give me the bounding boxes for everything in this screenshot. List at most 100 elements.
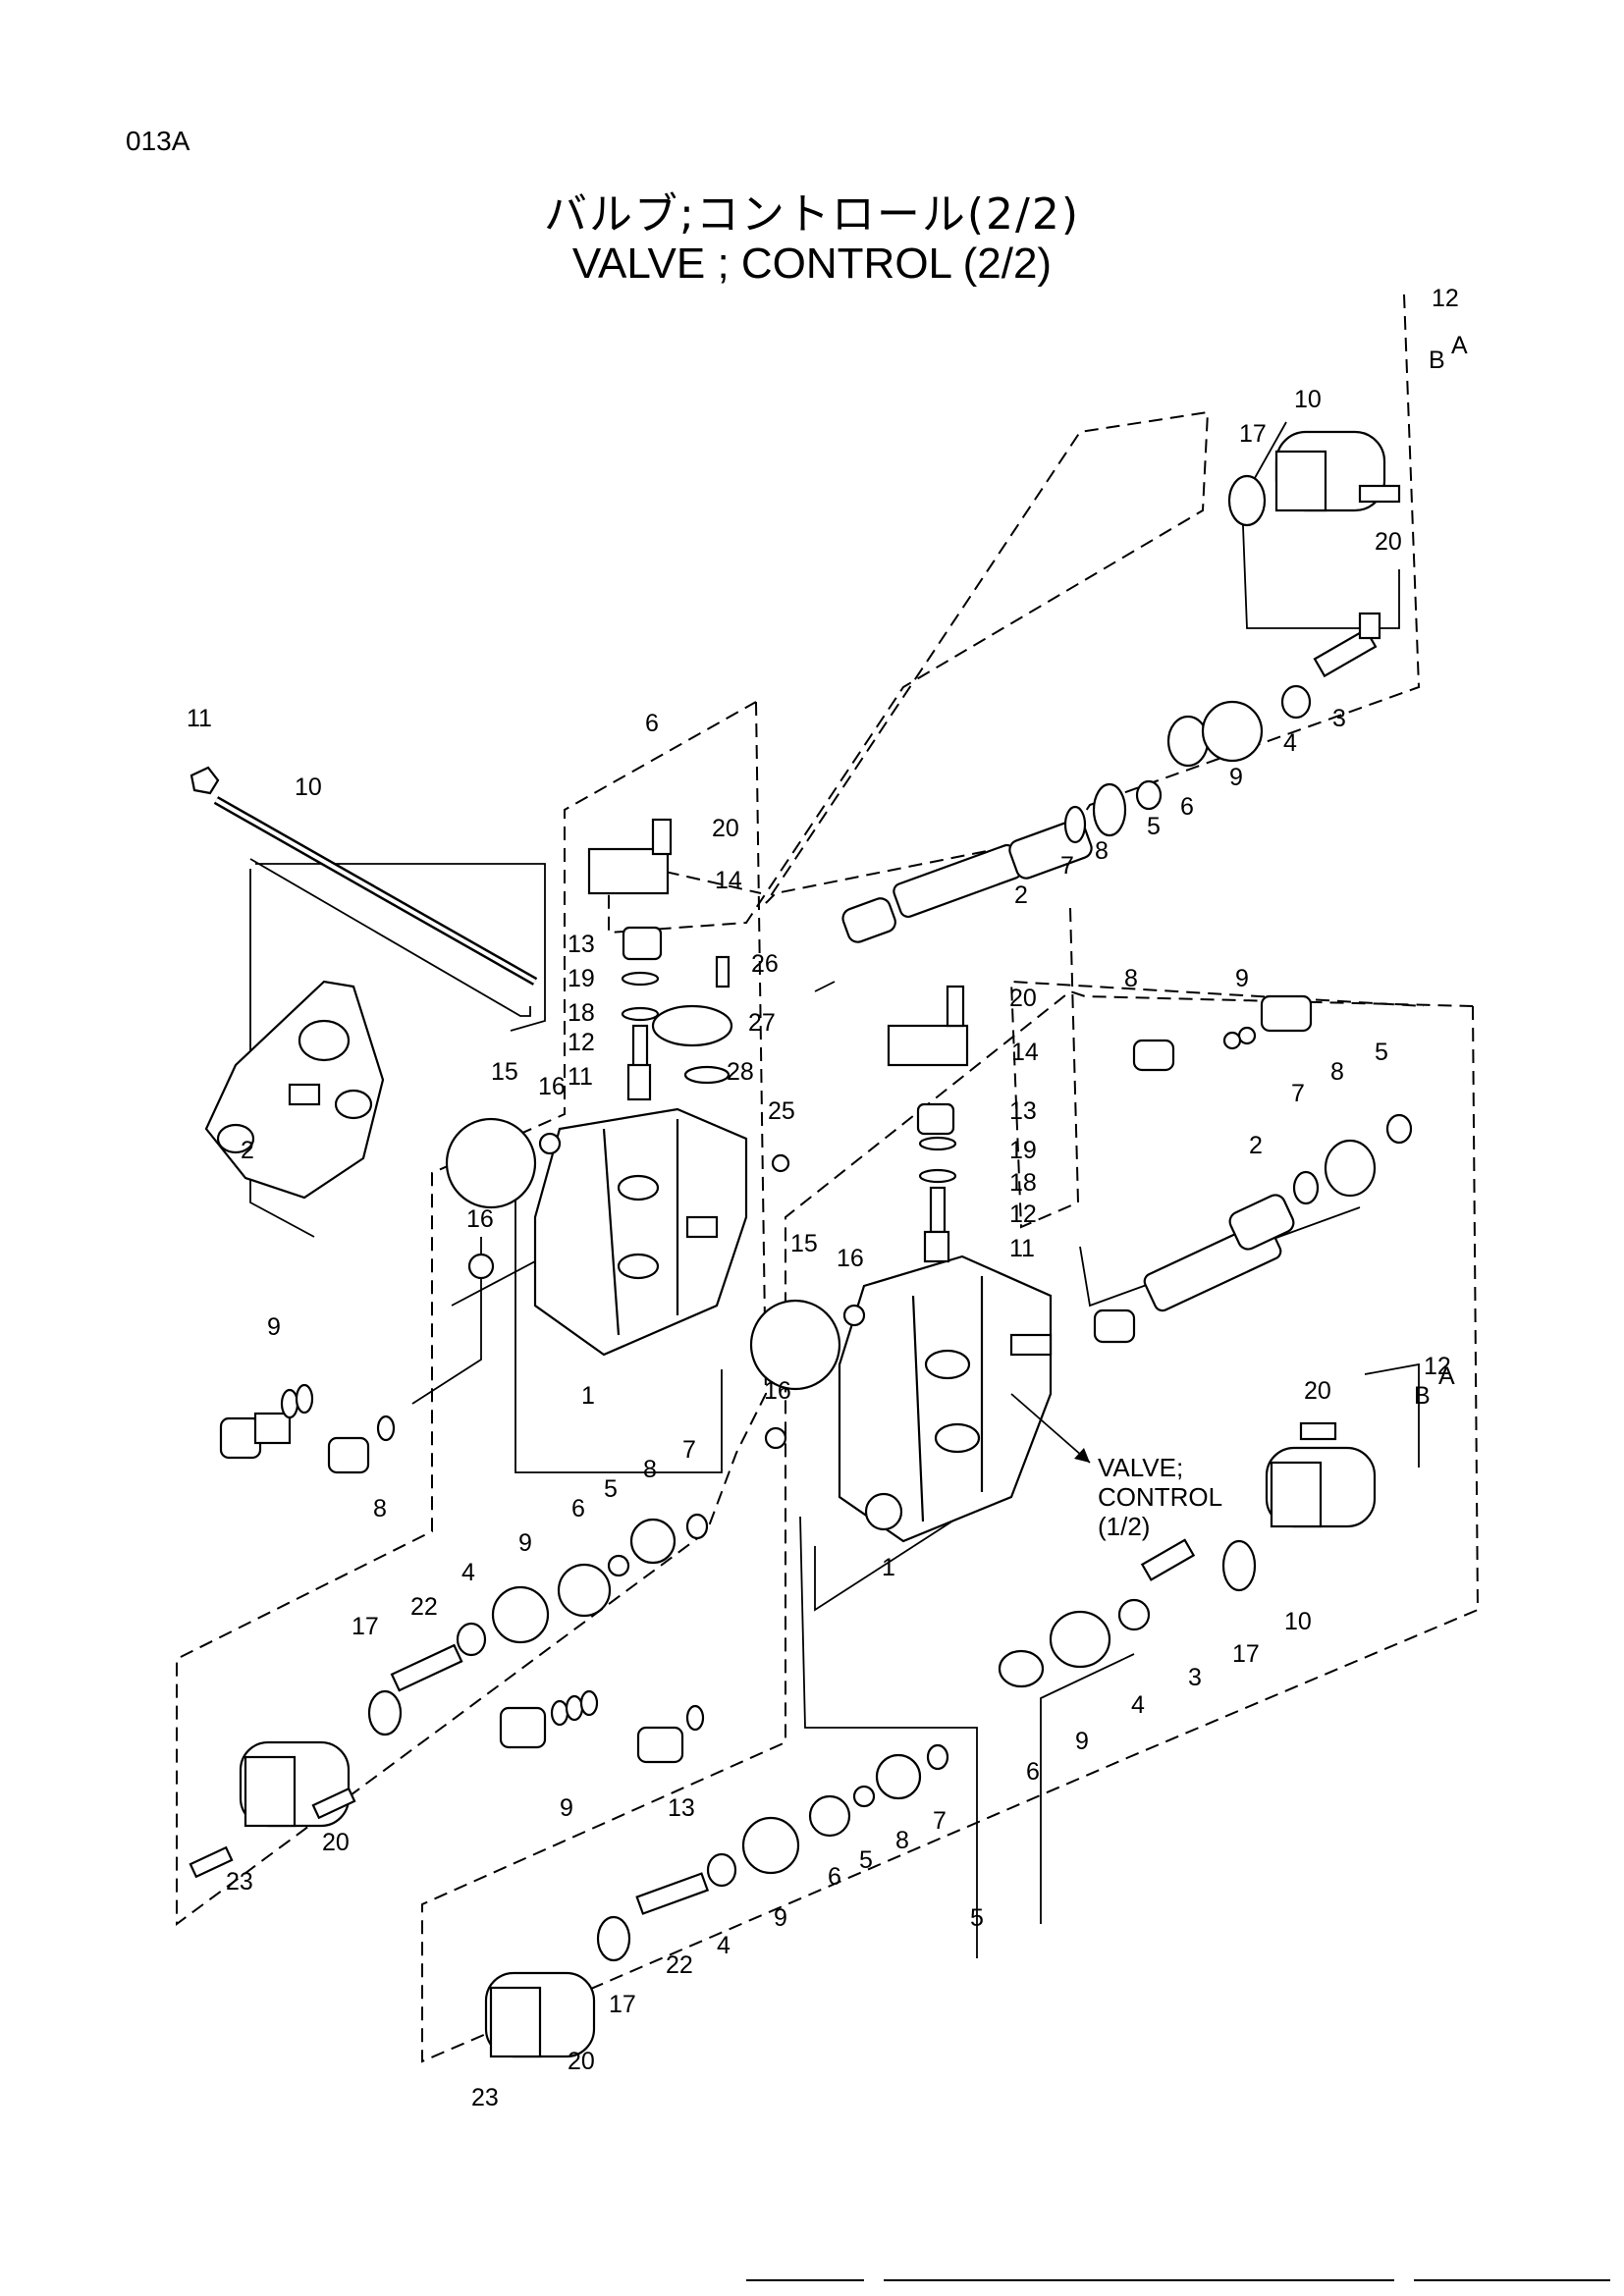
part-label: 9 bbox=[1075, 1728, 1089, 1755]
part-label: 5 bbox=[1375, 1039, 1388, 1066]
part-label: 19 bbox=[1009, 1137, 1037, 1164]
part-label: 4 bbox=[461, 1559, 475, 1586]
part-label: 16 bbox=[837, 1245, 864, 1272]
part-label: 15 bbox=[790, 1230, 818, 1257]
spool-upper bbox=[841, 430, 1401, 943]
title-japanese: バルブ;コントロール(2/2) bbox=[544, 189, 1080, 240]
part-label: 8 bbox=[373, 1495, 387, 1522]
part-label: 20 bbox=[1009, 985, 1037, 1012]
footer-rule bbox=[1414, 2279, 1610, 2281]
part-label: 17 bbox=[1239, 420, 1267, 448]
part-label: 9 bbox=[1235, 965, 1249, 992]
part-label: 8 bbox=[1330, 1058, 1344, 1086]
footer-rule bbox=[884, 2279, 1394, 2281]
part-label: 13 bbox=[568, 931, 595, 958]
part-label: 9 bbox=[1229, 764, 1243, 791]
part-label: 9 bbox=[267, 1313, 281, 1341]
part-label: 6 bbox=[828, 1863, 841, 1891]
end-cover-left bbox=[204, 980, 385, 1200]
footer-rule bbox=[746, 2279, 864, 2281]
part-label: A bbox=[1438, 1362, 1455, 1390]
part-label: B bbox=[1414, 1382, 1431, 1410]
part-label: 2 bbox=[1014, 881, 1028, 909]
group-outline-middle-top bbox=[1009, 907, 1425, 1229]
lower-left-parts bbox=[189, 1383, 949, 2058]
part-label: 8 bbox=[895, 1827, 909, 1854]
part-label: 8 bbox=[1124, 965, 1138, 992]
part-label: 11 bbox=[1009, 1235, 1035, 1262]
callout-line-2: CONTROL bbox=[1098, 1482, 1223, 1512]
part-label: 5 bbox=[859, 1846, 873, 1874]
part-label: 17 bbox=[352, 1613, 379, 1640]
valve-block-upper bbox=[533, 1107, 748, 1357]
part-label: 27 bbox=[748, 1009, 776, 1037]
part-label: 11 bbox=[187, 705, 212, 732]
part-label: 22 bbox=[666, 1951, 693, 1979]
part-label: 14 bbox=[715, 867, 742, 894]
callout-line-3: (1/2) bbox=[1098, 1512, 1151, 1541]
part-label: 3 bbox=[1188, 1664, 1202, 1691]
part-label: 20 bbox=[568, 2048, 595, 2075]
part-label: 10 bbox=[1294, 386, 1322, 413]
part-label: 6 bbox=[1180, 793, 1194, 821]
part-label: 9 bbox=[518, 1529, 532, 1557]
part-label: 7 bbox=[1291, 1080, 1305, 1107]
upper-stack-parts bbox=[445, 818, 790, 1280]
part-label: 14 bbox=[1011, 1039, 1039, 1066]
part-label: 12 bbox=[1432, 285, 1459, 312]
part-label: 20 bbox=[712, 815, 739, 842]
part-label: B bbox=[1429, 347, 1445, 374]
valve-block-lower bbox=[838, 1255, 1053, 1543]
part-label: 26 bbox=[751, 950, 779, 978]
part-label: 13 bbox=[1009, 1097, 1037, 1125]
callout-line-1: VALVE; bbox=[1098, 1453, 1184, 1482]
part-label: 11 bbox=[568, 1063, 593, 1091]
part-label: 2 bbox=[241, 1137, 254, 1164]
title-english: VALVE ; CONTROL (2/2) bbox=[571, 240, 1053, 288]
part-label: 20 bbox=[1375, 528, 1402, 556]
part-label: 23 bbox=[471, 2084, 499, 2111]
part-label: 4 bbox=[1131, 1691, 1145, 1719]
part-label: 9 bbox=[774, 1904, 787, 1932]
part-label: 6 bbox=[1026, 1758, 1040, 1786]
part-label: 19 bbox=[568, 965, 595, 992]
part-label: 16 bbox=[764, 1377, 791, 1405]
part-label: A bbox=[1451, 332, 1468, 359]
middle-stack-parts bbox=[749, 985, 1313, 1450]
part-label: 7 bbox=[1060, 852, 1074, 880]
part-number-labels: 12 B A 10 17 20 3 4 9 6 5 8 7 2 11 10 2 … bbox=[187, 285, 1468, 2111]
part-label: 16 bbox=[466, 1205, 494, 1233]
part-label: 12 bbox=[1009, 1201, 1037, 1228]
part-label: 6 bbox=[645, 710, 659, 737]
part-label: 3 bbox=[1332, 705, 1346, 732]
part-label: 22 bbox=[410, 1593, 438, 1621]
part-label: 16 bbox=[538, 1073, 566, 1100]
part-label: 12 bbox=[1424, 1353, 1451, 1380]
part-label: 1 bbox=[882, 1554, 895, 1581]
part-label: 7 bbox=[682, 1436, 696, 1464]
part-label: 4 bbox=[717, 1932, 731, 1959]
page-code: 013A bbox=[126, 126, 190, 156]
part-label: 2 bbox=[1249, 1132, 1263, 1159]
part-label: 13 bbox=[668, 1794, 695, 1822]
part-label: 17 bbox=[1232, 1640, 1260, 1668]
part-label: 5 bbox=[604, 1475, 618, 1503]
part-label: 23 bbox=[226, 1868, 253, 1896]
part-label: 1 bbox=[581, 1382, 595, 1410]
part-label: 18 bbox=[1009, 1169, 1037, 1197]
part-label: 5 bbox=[1147, 813, 1161, 840]
tie-rod bbox=[189, 766, 538, 986]
part-label: 10 bbox=[295, 774, 322, 801]
part-label: 12 bbox=[568, 1029, 595, 1056]
part-label: 25 bbox=[768, 1097, 795, 1125]
reference-callout: VALVE; CONTROL (1/2) bbox=[1098, 1453, 1222, 1541]
part-label: 8 bbox=[1095, 837, 1109, 865]
part-label: 4 bbox=[1283, 729, 1297, 757]
part-label: 17 bbox=[609, 1991, 636, 2018]
part-label: 20 bbox=[1304, 1377, 1331, 1405]
part-label: 15 bbox=[491, 1058, 518, 1086]
part-label: 20 bbox=[322, 1829, 350, 1856]
leader-lines bbox=[1241, 421, 1400, 629]
group-outline-section-6 bbox=[176, 701, 768, 1926]
